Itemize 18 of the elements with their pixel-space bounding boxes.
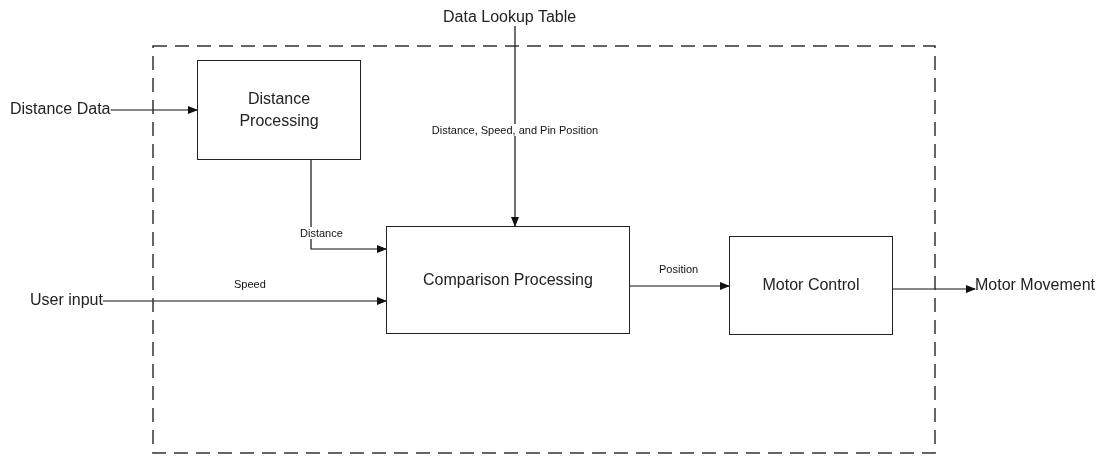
arrow [892,285,976,293]
arrow [310,159,387,253]
edge-label: Position [657,263,701,275]
edge-label: Distance [298,227,345,239]
arrow [109,106,198,114]
arrow [629,282,730,290]
system-boundary [152,45,936,454]
edge-label: Distance, Speed, and Pin Position [429,124,601,136]
io-label: Data Lookup Table [443,8,577,26]
process-box: Distance Processing [197,60,361,160]
process-box: Motor Control [729,236,893,335]
arrow [511,25,519,227]
io-label: User input [30,291,103,309]
arrow [102,297,387,305]
process-box: Comparison Processing [386,226,630,334]
edge-label: Speed [232,278,268,290]
io-label: Distance Data [10,100,111,118]
io-label: Motor Movement [975,276,1096,294]
